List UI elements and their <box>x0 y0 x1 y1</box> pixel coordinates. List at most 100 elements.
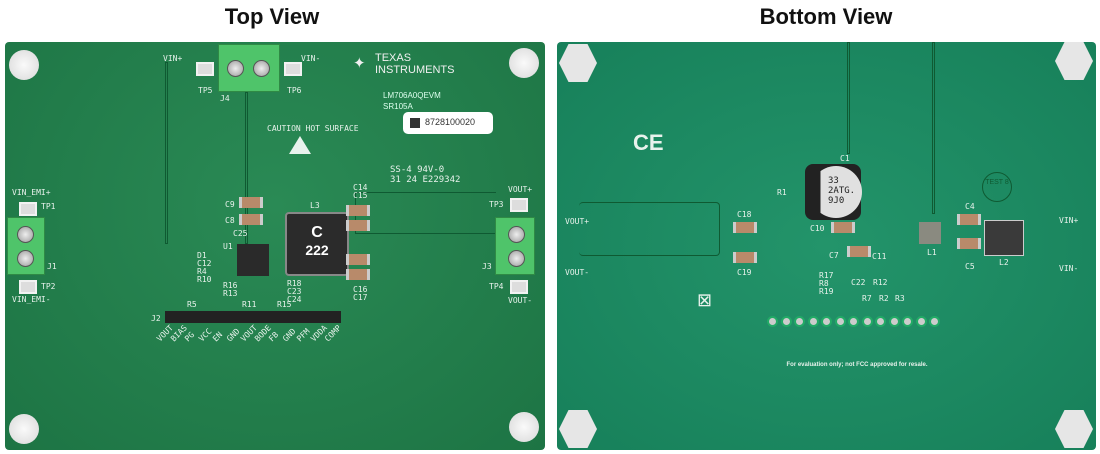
label-j2: J2 <box>151 314 161 323</box>
through-hole-pin <box>821 316 832 327</box>
label-c12: C12 <box>197 259 212 268</box>
hot-surface-warning-icon <box>289 136 311 154</box>
through-hole-pin <box>888 316 900 327</box>
capacitor-c8 <box>239 214 263 225</box>
cap-marking: 9J0 <box>828 196 845 206</box>
trace <box>579 202 720 256</box>
label-r4: R4 <box>197 267 207 276</box>
label-u1: U1 <box>223 242 233 251</box>
hex-standoff <box>559 44 597 82</box>
capacitor <box>831 222 855 233</box>
header-j2 <box>165 311 341 323</box>
ce-mark: CE <box>633 130 664 155</box>
through-hole-pin <box>767 316 778 327</box>
through-hole-pin <box>834 316 846 327</box>
screw-icon <box>508 250 525 267</box>
test-point-tp5 <box>196 62 214 76</box>
label-r15: R15 <box>277 300 292 309</box>
label-c17: C17 <box>353 293 368 302</box>
label-j3: J3 <box>482 262 492 271</box>
standoff <box>509 48 539 78</box>
test-point-tp2 <box>19 280 37 294</box>
label-c8: C8 <box>225 216 235 225</box>
serial-number: 8728100020 <box>425 117 476 127</box>
cap-marking: 33 <box>828 176 839 186</box>
label-vout-minus: VOUT- <box>508 296 533 305</box>
label-r17: R17 <box>819 271 834 280</box>
label-r1: R1 <box>777 188 787 197</box>
hex-standoff <box>559 410 597 448</box>
label-vout-minus: VOUT- <box>565 268 590 277</box>
label-vin-emi-minus: VIN_EMI- <box>12 295 51 304</box>
trace <box>355 192 496 234</box>
standoff <box>509 412 539 442</box>
capacitor <box>957 238 981 249</box>
trace <box>165 62 168 244</box>
label-c14: C14 <box>353 183 368 192</box>
label-l3: L3 <box>310 201 320 210</box>
test-point-tp3 <box>510 198 528 212</box>
capacitor <box>957 214 981 225</box>
label-r5: R5 <box>187 300 197 309</box>
label-r7: R7 <box>862 294 872 303</box>
label-r16: R16 <box>223 281 238 290</box>
label-c11: C11 <box>872 252 887 261</box>
label-l1: L1 <box>927 248 937 257</box>
fcc-disclaimer: For evaluation only; not FCC approved fo… <box>786 362 928 368</box>
trace <box>932 42 935 214</box>
label-c1: C1 <box>840 154 850 163</box>
capacitor-c9 <box>239 197 263 208</box>
label-r13: R13 <box>223 289 238 298</box>
caution-label: CAUTION HOT SURFACE <box>267 124 359 133</box>
label-c5: C5 <box>965 262 975 271</box>
label-c19: C19 <box>737 268 752 277</box>
label-c10: C10 <box>810 224 825 233</box>
standoff <box>9 50 39 80</box>
weee-recycle-icon: ⊠ <box>697 290 713 310</box>
inductor-marking: 222 <box>305 242 329 258</box>
label-c15: C15 <box>353 191 368 200</box>
label-tp2: TP2 <box>41 282 56 291</box>
trace <box>847 42 850 154</box>
label-l2: L2 <box>999 258 1009 267</box>
label-r12: R12 <box>873 278 888 287</box>
label-r19: R19 <box>819 287 834 296</box>
ul-line-1: SS-4 94V-0 <box>390 165 445 175</box>
label-vin-plus: VIN+ <box>163 54 183 63</box>
through-hole-pin <box>902 316 913 327</box>
header-through-holes <box>767 316 947 328</box>
model-label: LM706A0QEVM <box>383 91 441 100</box>
through-hole-pin <box>780 316 792 327</box>
ic-u1 <box>237 244 269 276</box>
label-c23: C23 <box>287 287 302 296</box>
hex-standoff <box>1055 42 1093 80</box>
label-tp4: TP4 <box>489 282 504 291</box>
label-c24: C24 <box>287 295 302 304</box>
label-c4: C4 <box>965 202 975 211</box>
through-hole-pin <box>861 316 873 327</box>
label-vout-plus: VOUT+ <box>565 217 590 226</box>
test-stamp: TEST 8 <box>982 172 1012 202</box>
capacitor <box>346 205 370 216</box>
label-r10: R10 <box>197 275 212 284</box>
bottom-view-title: Bottom View <box>759 4 893 29</box>
screw-icon <box>17 226 34 243</box>
brand-line-1: TEXAS <box>375 52 412 64</box>
label-tp5: TP5 <box>198 86 213 95</box>
trace <box>245 92 248 244</box>
datamatrix-icon <box>410 118 420 128</box>
label-tp6: TP6 <box>287 86 302 95</box>
label-j1: J1 <box>47 262 57 271</box>
inductor-l1 <box>919 222 941 244</box>
label-r18: R18 <box>287 279 302 288</box>
hex-standoff <box>1055 410 1093 448</box>
